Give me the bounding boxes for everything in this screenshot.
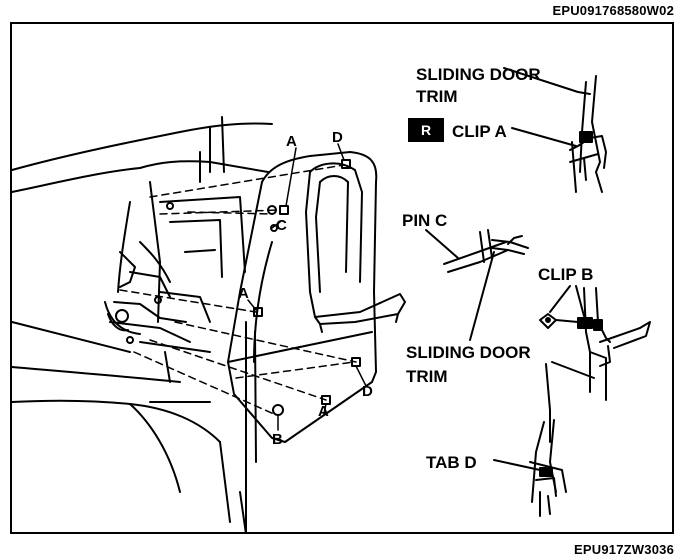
detail-clip-b xyxy=(539,285,651,443)
label-point-a-bottom: A xyxy=(318,403,329,420)
diagram-code-top: EPU091768580W02 xyxy=(552,3,674,18)
label-point-a-mid: A xyxy=(238,285,249,302)
badge-r-text: R xyxy=(421,122,431,138)
detail-pin-c xyxy=(425,229,529,341)
label-clip-a: CLIP A xyxy=(452,122,507,141)
label-point-a-top: A xyxy=(286,133,297,150)
label-sliding-door-trim-top-2: TRIM xyxy=(416,87,458,106)
vehicle-body xyxy=(11,116,273,534)
detail-tab-d xyxy=(493,419,567,517)
badge-r xyxy=(408,118,444,142)
label-point-b: B xyxy=(272,431,283,448)
sliding-door-trim-panel xyxy=(227,151,406,443)
label-pin-c: PIN C xyxy=(402,211,447,230)
label-point-d-top: D xyxy=(332,129,343,146)
diagram-frame xyxy=(10,22,674,534)
label-sliding-door-trim-mid-2: TRIM xyxy=(406,367,448,386)
label-sliding-door-trim-mid-1: SLIDING DOOR xyxy=(406,343,531,362)
diagram-code-bottom: EPU917ZW3036 xyxy=(574,542,674,557)
point-leaders xyxy=(247,143,367,431)
label-point-d-bottom: D xyxy=(362,383,373,400)
label-tab-d: TAB D xyxy=(426,453,477,472)
alignment-lines xyxy=(119,164,357,415)
label-sliding-door-trim-top-1: SLIDING DOOR xyxy=(416,65,541,84)
trim-diagram: SLIDING DOOR TRIM R CLIP A PIN C CLIP B … xyxy=(11,65,651,534)
label-clip-b: CLIP B xyxy=(538,265,593,284)
detail-clip-a xyxy=(503,67,607,193)
label-point-c: C xyxy=(276,217,287,234)
